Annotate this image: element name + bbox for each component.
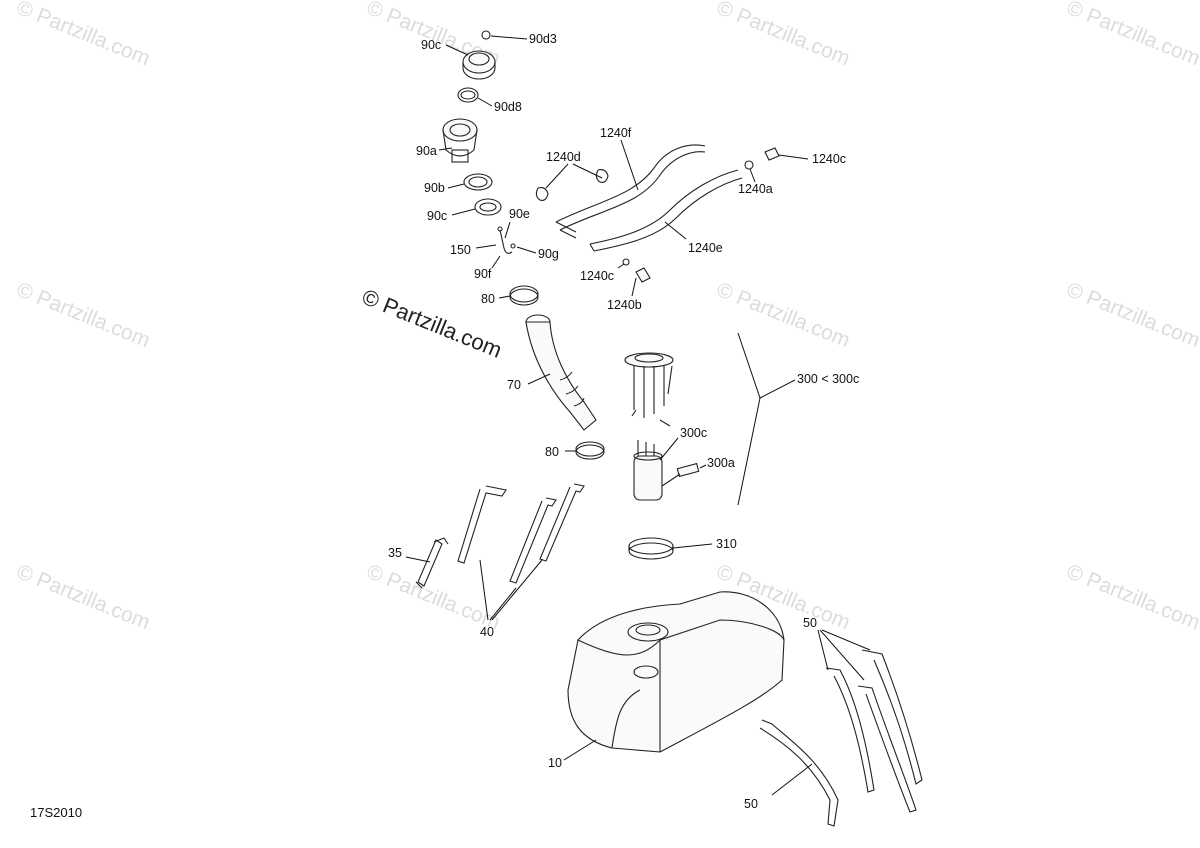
part-10-fuel-tank[interactable] [563,591,785,761]
part-50-straps[interactable] [759,629,923,827]
callout-10: 10 [548,756,562,770]
part-1240b-fitting[interactable] [631,267,651,297]
callout-90c-mid: 90c [427,209,447,223]
callout-80-mid: 80 [545,445,559,459]
callout-1240c-left: 1240c [580,269,614,283]
part-1240c-right[interactable] [744,160,756,183]
part-300-fuel-pump-upper[interactable] [624,352,674,427]
part-90d3[interactable] [481,30,528,40]
callout-90b: 90b [424,181,445,195]
part-40-straps[interactable] [457,483,585,621]
part-35-strap[interactable] [405,537,449,589]
callout-1240a: 1240e [688,241,723,255]
callout-90c-top: 90c [421,38,441,52]
part-1240c-left[interactable] [617,258,630,269]
callout-90d3: 90d3 [529,32,557,46]
part-80-clamp-mid[interactable] [565,441,605,460]
part-1240a-hose[interactable] [589,169,743,252]
part-300a-sender[interactable] [661,462,707,487]
callout-35: 35 [388,546,402,560]
callout-90f: 90f [474,267,492,281]
callout-1240b: 1240b [607,298,642,312]
part-1240d-fitting[interactable] [764,147,809,161]
part-90b-gasket[interactable] [447,173,493,191]
part-1240e-clips[interactable] [535,163,609,201]
callout-300c: 300c [680,426,707,440]
callout-300a: 300a [707,456,735,470]
part-90a-filler-neck[interactable] [438,118,478,163]
callout-1240c-right: 1240a [738,182,773,196]
callout-70: 70 [507,378,521,392]
callout-40: 40 [480,625,494,639]
callout-90e: 90e [509,207,530,221]
diagram-reference-code: 17S2010 [30,805,83,820]
part-90c-ring[interactable] [451,198,502,216]
part-70-filler-hose[interactable] [525,314,597,431]
part-1240f-hose[interactable] [555,139,706,239]
callout-1240d: 1240c [812,152,846,166]
callout-50-top: 50 [803,616,817,630]
callout-150: 150 [450,243,471,257]
callout-90a: 90a [416,144,437,158]
part-310-lock-ring[interactable] [628,537,713,560]
callout-90d8: 90d8 [494,100,522,114]
callout-310: 310 [716,537,737,551]
bracket-300 [737,332,796,506]
part-90d8[interactable] [457,87,493,107]
part-300c-pump[interactable] [633,437,679,501]
callout-80-top: 80 [481,292,495,306]
part-90c-cap[interactable] [445,44,496,80]
part-80-clamp-top[interactable] [498,285,539,306]
callout-300: 300 < 300c [797,372,859,386]
callout-1240f: 1240f [600,126,632,140]
callout-1240e: 1240d [546,150,581,164]
callout-90g: 90g [538,247,559,261]
callout-50-bottom: 50 [744,797,758,811]
part-vent-line[interactable] [475,221,537,269]
